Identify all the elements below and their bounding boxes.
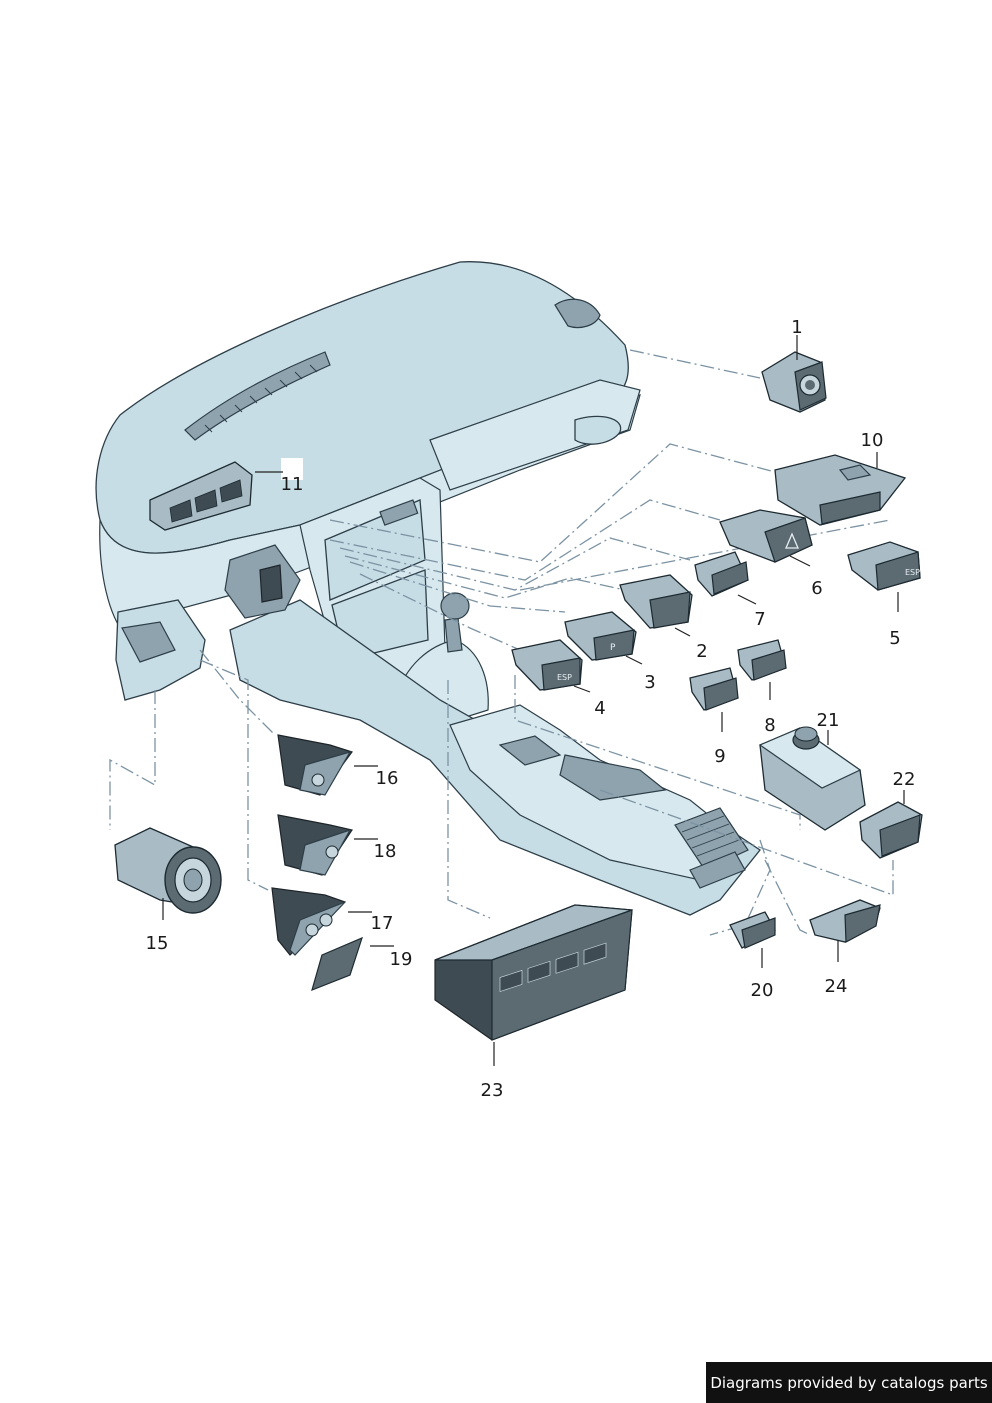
leader-lines [162, 335, 905, 1066]
part-21-control-module [758, 726, 866, 831]
callout-1: 1 [791, 317, 802, 338]
callout-9: 9 [714, 746, 725, 767]
esp-marking-4: ESP [557, 673, 572, 682]
part-17-switch-trim [271, 887, 347, 956]
part-10-switch-panel [774, 454, 907, 526]
part-8-switch [737, 639, 787, 681]
callout-15: 15 [146, 933, 169, 954]
callout-20: 20 [751, 980, 774, 1001]
part-6-hazard-switch [719, 509, 813, 563]
part-5-esp-switch: ESP [847, 541, 921, 591]
callout-11: 11 [281, 474, 304, 495]
reference-lines [109, 349, 894, 936]
part-24-switch [809, 899, 881, 943]
callout-6: 6 [811, 578, 822, 599]
callout-18: 18 [374, 841, 397, 862]
part-7-switch [694, 551, 749, 597]
callout-5: 5 [889, 628, 900, 649]
callout-labels: 1 2 3 4 5 6 7 8 9 10 11 15 16 17 18 19 2… [146, 317, 916, 1101]
part-16-switch-trim [277, 734, 353, 796]
callout-8: 8 [764, 715, 775, 736]
part-1-light-switch [761, 351, 827, 413]
part-23-climate-control [434, 904, 633, 1041]
part-9-switch [689, 667, 739, 711]
callout-17: 17 [371, 913, 394, 934]
callout-24: 24 [825, 976, 848, 997]
part-18-switch-trim [277, 814, 353, 876]
callout-22: 22 [893, 769, 916, 790]
callout-21: 21 [817, 710, 840, 731]
callout-4: 4 [594, 698, 605, 719]
callout-10: 10 [861, 430, 884, 451]
credit-footer: Diagrams provided by catalogs parts [706, 1362, 992, 1403]
part-3-parking-switch: P [564, 611, 637, 661]
esp-marking: ESP [905, 568, 920, 577]
parking-marking: P [610, 643, 616, 653]
callout-16: 16 [376, 768, 399, 789]
callout-19: 19 [390, 949, 413, 970]
callout-23: 23 [481, 1080, 504, 1101]
part-4-esp-switch: ESP [511, 639, 583, 691]
part-19-cover [311, 936, 363, 992]
callout-7: 7 [754, 609, 765, 630]
part-11-vent-block [149, 461, 253, 531]
callout-2: 2 [696, 641, 707, 662]
part-15-ignition-lock [114, 827, 222, 914]
part-2-switch [619, 574, 693, 629]
part-20-switch [729, 911, 776, 949]
callout-3: 3 [644, 672, 655, 693]
callout-11-box [281, 458, 303, 480]
part-22-switch [859, 801, 923, 859]
